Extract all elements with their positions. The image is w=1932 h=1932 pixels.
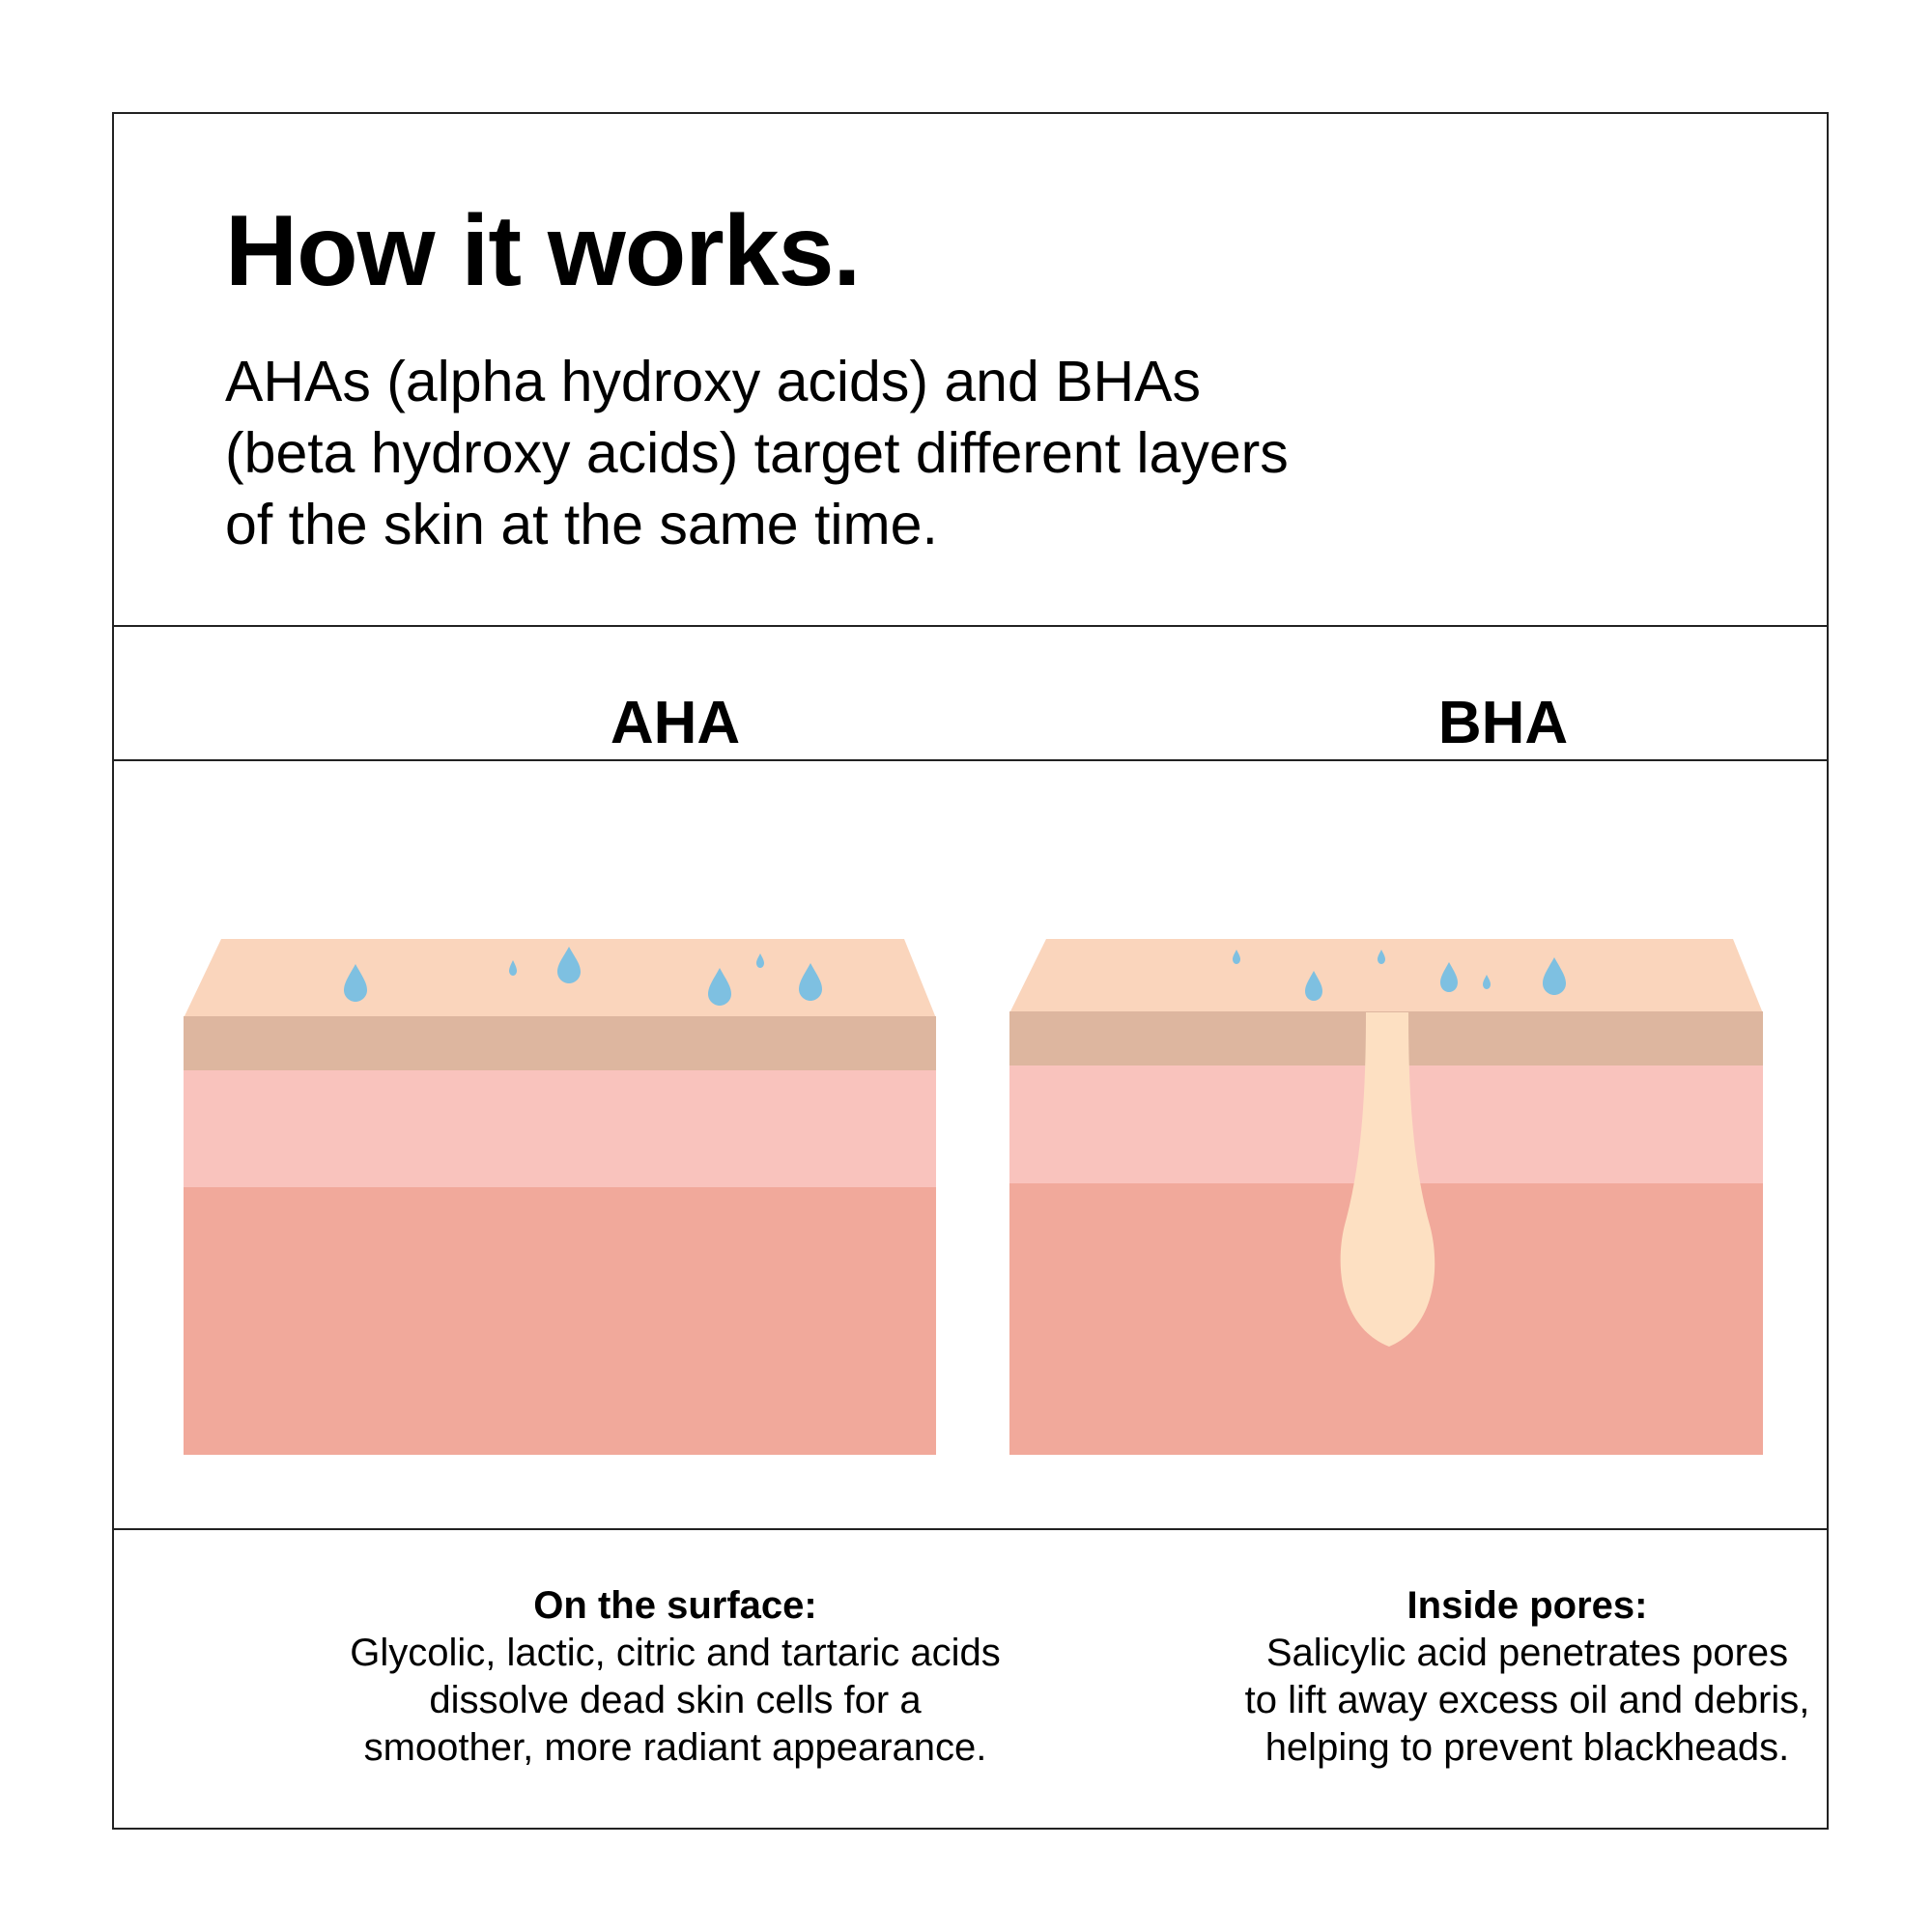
aha-skin-diagram bbox=[184, 939, 936, 1455]
aha-droplet bbox=[509, 960, 517, 976]
bha-description-line: Salicylic acid penetrates pores bbox=[1265, 1632, 1789, 1674]
bha-heading: BHA bbox=[1437, 690, 1569, 756]
divider-headings bbox=[114, 759, 1827, 761]
bha-skin-diagram bbox=[1009, 939, 1763, 1455]
bha-droplet bbox=[1233, 950, 1240, 964]
bha-description-line: to lift away excess oil and debris, bbox=[1244, 1679, 1810, 1721]
aha-description-line: smoother, more radiant appearance. bbox=[363, 1726, 987, 1769]
bha-droplet bbox=[1378, 950, 1385, 964]
intro-line: of the skin at the same time. bbox=[225, 493, 938, 556]
aha-heading: AHA bbox=[610, 690, 741, 756]
bha-description-heading: Inside pores: bbox=[1406, 1584, 1648, 1627]
bha-droplet bbox=[1483, 975, 1491, 989]
aha-dermis-upper bbox=[184, 1070, 936, 1188]
aha-droplet bbox=[756, 953, 764, 968]
intro-line: AHAs (alpha hydroxy acids) and BHAs bbox=[225, 350, 1202, 413]
aha-description: On the surface: Glycolic, lactic, citric… bbox=[279, 1582, 1071, 1772]
intro-text: AHAs (alpha hydroxy acids) and BHAs (bet… bbox=[225, 346, 1577, 560]
bha-droplet bbox=[1305, 971, 1322, 1001]
aha-dermis-lower bbox=[184, 1187, 936, 1455]
aha-description-line: dissolve dead skin cells for a bbox=[429, 1679, 922, 1721]
skin-illustrations bbox=[184, 939, 1763, 1455]
page-title: How it works. bbox=[225, 195, 861, 307]
aha-epidermis-band bbox=[184, 1016, 936, 1071]
aha-droplet bbox=[708, 968, 731, 1006]
infographic-frame: How it works. AHAs (alpha hydroxy acids)… bbox=[112, 112, 1829, 1830]
intro-line: (beta hydroxy acids) target different la… bbox=[225, 421, 1289, 485]
aha-droplet bbox=[344, 964, 367, 1002]
bha-droplet bbox=[1543, 957, 1566, 995]
aha-description-heading: On the surface: bbox=[533, 1584, 817, 1627]
bha-description-line: helping to prevent blackheads. bbox=[1264, 1726, 1790, 1769]
bha-epidermis-surface bbox=[1009, 939, 1763, 1013]
aha-droplet bbox=[799, 963, 822, 1001]
bha-droplet bbox=[1440, 962, 1458, 992]
aha-droplet bbox=[557, 947, 581, 983]
divider-header bbox=[114, 625, 1827, 627]
divider-illustrations bbox=[114, 1528, 1827, 1530]
aha-description-line: Glycolic, lactic, citric and tartaric ac… bbox=[350, 1632, 1001, 1674]
bha-description: Inside pores: Salicylic acid penetrates … bbox=[1131, 1582, 1923, 1772]
bha-pore bbox=[1340, 1012, 1435, 1347]
